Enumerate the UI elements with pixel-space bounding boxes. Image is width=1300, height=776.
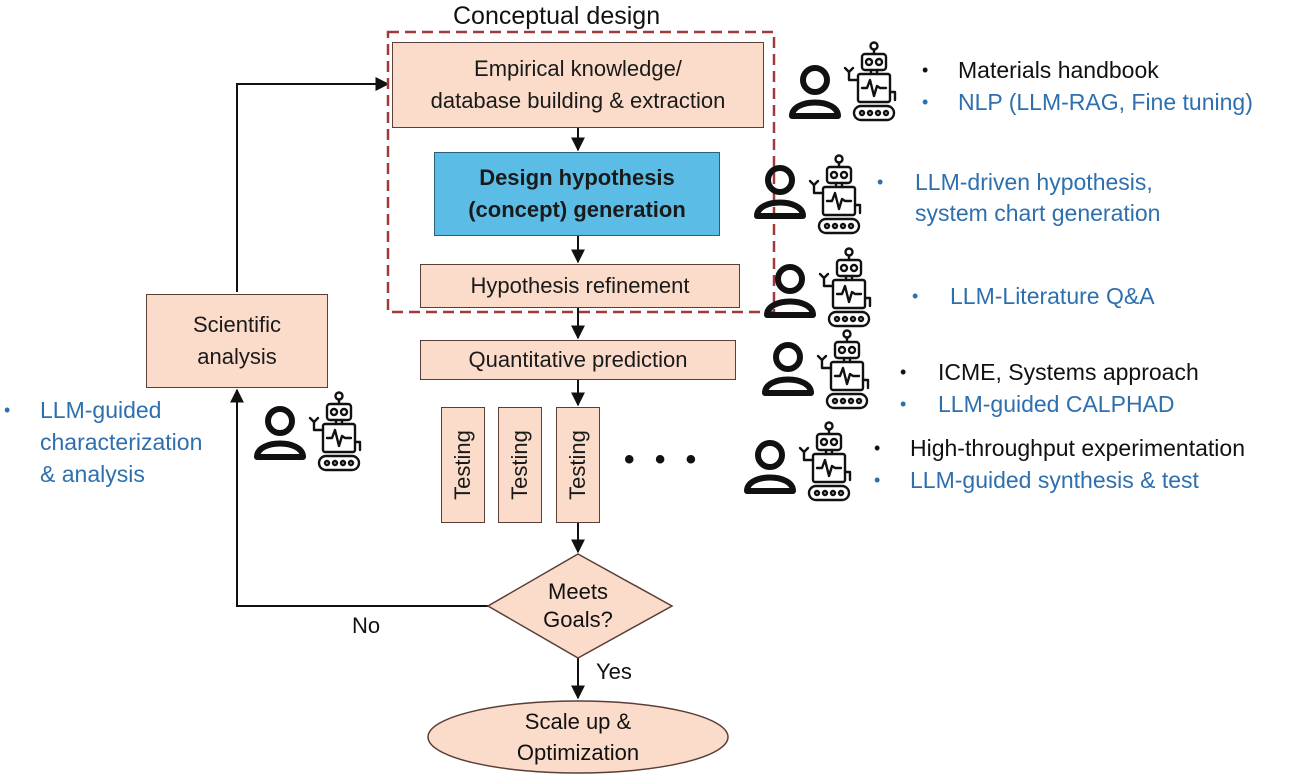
annotation-characterization-1: LLM-guided — [40, 397, 162, 423]
quantitative-prediction-box: Quantitative prediction — [420, 340, 736, 380]
annotation-icme: ICME, Systems approach — [938, 359, 1199, 385]
bullet-dot: • — [922, 92, 929, 112]
scientific-analysis-label: Scientific analysis — [192, 312, 282, 369]
bullet-dot: • — [900, 362, 907, 382]
bullet-dot: • — [922, 60, 929, 80]
person-icon — [252, 404, 308, 465]
hypothesis-refinement-box: Hypothesis refinement — [420, 264, 740, 308]
no-label: No — [352, 613, 381, 638]
annotation-literature-qa: LLM-Literature Q&A — [950, 283, 1155, 309]
person-icon — [752, 163, 808, 224]
robot-icon — [815, 328, 871, 417]
person-icon — [742, 438, 798, 499]
annotation-characterization-2: characterization — [40, 429, 203, 455]
annotation-characterization-3: & analysis — [40, 461, 145, 487]
testing-label-2: Testing — [507, 430, 532, 500]
decision-diamond — [486, 553, 674, 659]
design-hypothesis-label: Design hypothesis (concept) generation — [468, 165, 686, 222]
testing-label-1: Testing — [450, 430, 475, 500]
person-icon — [787, 63, 843, 124]
testing-box-1: Testing — [441, 407, 485, 523]
robot-icon — [307, 390, 363, 479]
hypothesis-refinement-label: Hypothesis refinement — [470, 273, 690, 298]
arrow-analysis-to-empirical — [236, 77, 390, 292]
annotation-high-throughput: High-throughput experimentation — [910, 435, 1245, 461]
scale-up-ellipse — [427, 700, 729, 774]
annotation-llm-driven-hypothesis: LLM-driven hypothesis, — [915, 169, 1153, 195]
yes-label: Yes — [596, 659, 632, 684]
person-icon — [762, 262, 818, 323]
testing-box-2: Testing — [498, 407, 542, 523]
scale-up-label: Scale up & Optimization — [516, 709, 640, 765]
bullet-dot: • — [877, 172, 884, 192]
bullet-dot: • — [4, 400, 11, 420]
robot-icon — [842, 40, 898, 129]
robot-icon — [817, 246, 873, 335]
annotation-materials-handbook: Materials handbook — [958, 57, 1159, 83]
design-hypothesis-box: Design hypothesis (concept) generation — [434, 152, 720, 236]
annotation-nlp: NLP (LLM-RAG, Fine tuning) — [958, 89, 1253, 115]
more-testing-ellipsis: • • • — [624, 443, 703, 476]
conceptual-design-frame — [386, 30, 776, 314]
empirical-knowledge-label: Empirical knowledge/ database building &… — [430, 56, 726, 113]
robot-icon — [797, 420, 853, 509]
quantitative-prediction-label: Quantitative prediction — [468, 347, 688, 372]
testing-box-3: Testing — [556, 407, 600, 523]
annotation-calphad: LLM-guided CALPHAD — [938, 391, 1175, 417]
empirical-knowledge-box: Empirical knowledge/ database building &… — [392, 42, 764, 128]
annotation-system-chart-generation: system chart generation — [915, 200, 1161, 226]
arrow-no-to-analysis — [230, 388, 488, 607]
robot-icon — [807, 153, 863, 242]
bullet-dot: • — [874, 438, 881, 458]
conceptual-design-title: Conceptual design — [453, 2, 661, 30]
testing-label-3: Testing — [565, 430, 590, 500]
bullet-dot: • — [900, 394, 907, 414]
annotation-synthesis-test: LLM-guided synthesis & test — [910, 467, 1199, 493]
decision-label: Meets Goals? — [543, 579, 613, 632]
scientific-analysis-box: Scientific analysis — [146, 294, 328, 388]
bullet-dot: • — [912, 286, 919, 306]
person-icon — [760, 340, 816, 401]
bullet-dot: • — [874, 470, 881, 490]
